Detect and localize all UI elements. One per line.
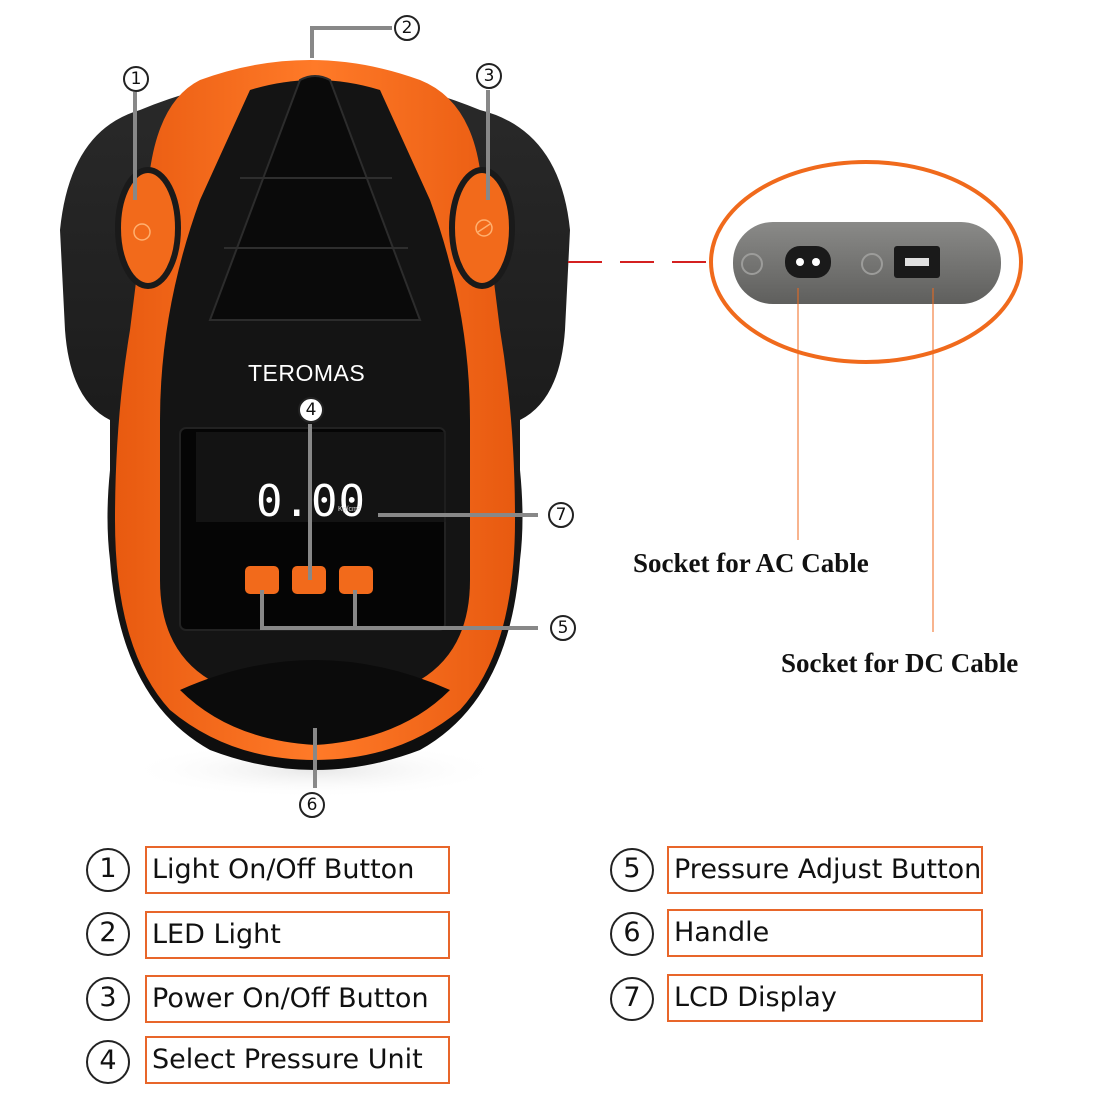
callout-3: 3 [476,63,502,89]
lcd-reading: 0.00 [256,476,366,527]
light-icon [133,223,151,241]
lcd-unit: Kg/cm² [338,506,361,513]
pressure-up-button [339,566,373,594]
ac-socket-label: Socket for AC Cable [633,548,869,578]
legend-label-5: Pressure Adjust Button [667,846,983,894]
brand-logo: TEROMAS [248,360,366,386]
callout-4: 4 [298,397,324,423]
callout-5: 5 [550,615,576,641]
legend-number-7: 7 [610,977,654,1021]
legend-label-3: Power On/Off Button [145,975,450,1023]
pressure-down-button [245,566,279,594]
legend-label-1: Light On/Off Button [145,846,450,894]
ac-socket [785,246,831,278]
legend-number-5: 5 [610,848,654,892]
leader-2 [310,26,392,58]
vent-panel [208,75,422,321]
legend-label-6: Handle [667,909,983,957]
handle-grip [180,660,450,745]
callout-7: 7 [548,502,574,528]
light-button [115,167,181,289]
socket-panel [733,222,1001,304]
callout-1: 1 [123,66,149,92]
callout-6: 6 [299,792,325,818]
power-button [449,167,515,289]
leader-5 [260,590,538,630]
dc-socket-icon [861,253,883,275]
legend-label-2: LED Light [145,911,450,959]
callout-2: 2 [394,15,420,41]
legend-number-2: 2 [86,912,130,956]
ac-socket-icon [741,253,763,275]
legend-label-4: Select Pressure Unit [145,1036,450,1084]
legend-number-1: 1 [86,848,130,892]
legend-label-7: LCD Display [667,974,983,1022]
dc-socket-label: Socket for DC Cable [781,648,1019,678]
power-icon [475,219,493,237]
legend-number-4: 4 [86,1040,130,1084]
lcd-glare [196,432,446,522]
legend-number-3: 3 [86,977,130,1021]
legend-number-6: 6 [610,912,654,956]
